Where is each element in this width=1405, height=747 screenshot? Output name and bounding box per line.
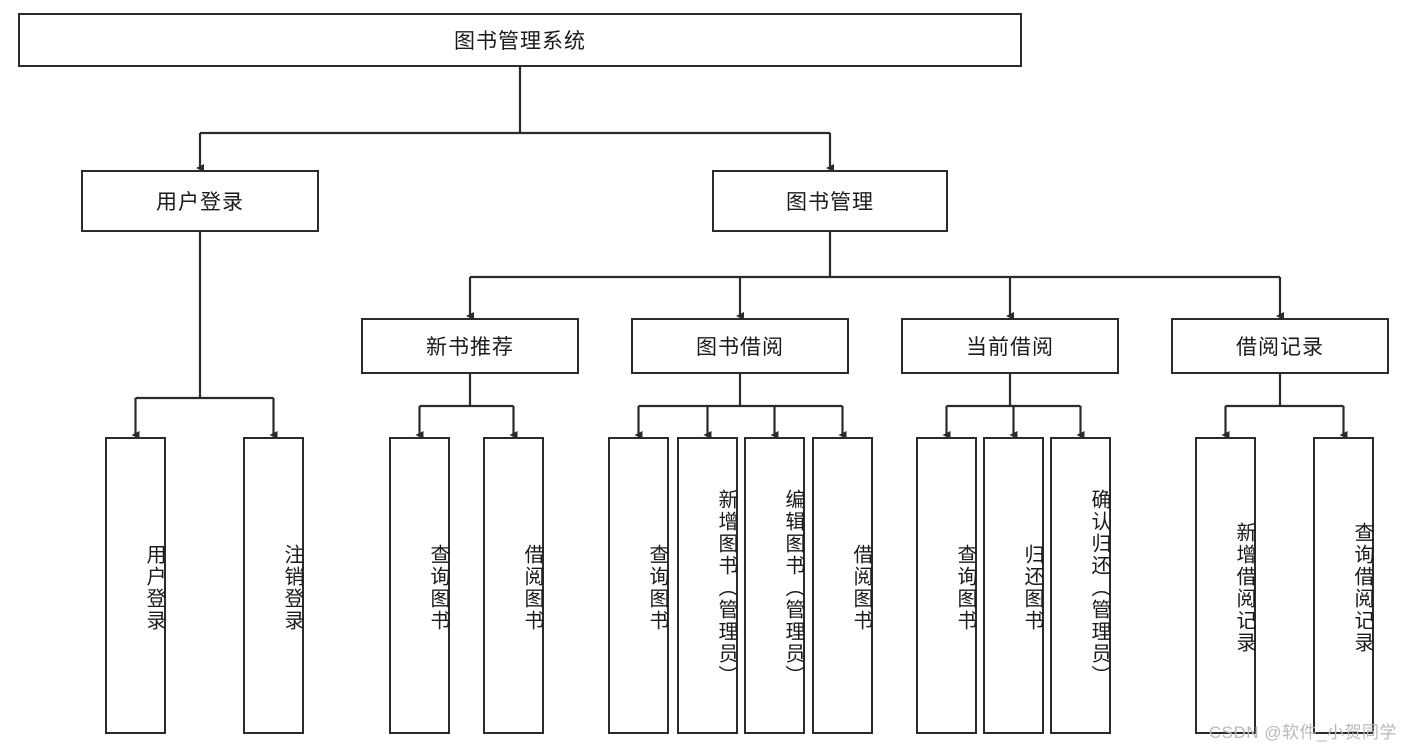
leaf-return-book[interactable]: 归还图书 <box>983 437 1044 734</box>
node-label: 新增图书（管理员） <box>715 488 737 687</box>
node-new-book-recommend[interactable]: 新书推荐 <box>361 318 579 374</box>
node-label: 借阅图书 <box>850 543 872 632</box>
node-label: 查询图书 <box>954 543 976 632</box>
node-current-borrow[interactable]: 当前借阅 <box>901 318 1119 374</box>
node-label: 当前借阅 <box>966 336 1054 359</box>
node-label: 用户登录 <box>156 191 244 214</box>
leaf-query-book[interactable]: 查询图书 <box>608 437 669 734</box>
leaf-query-borrow-record[interactable]: 查询借阅记录 <box>1313 437 1374 734</box>
leaf-user-login[interactable]: 用户登录 <box>105 437 166 734</box>
node-label: 新增借阅记录 <box>1233 521 1255 654</box>
leaf-confirm-return-admin[interactable]: 确认归还（管理员） <box>1050 437 1111 734</box>
node-label: 查询图书 <box>427 543 449 632</box>
node-label: 图书管理系统 <box>454 30 586 53</box>
node-label: 图书管理 <box>786 191 874 214</box>
leaf-edit-book-admin[interactable]: 编辑图书（管理员） <box>744 437 805 734</box>
node-label: 编辑图书（管理员） <box>782 488 804 687</box>
leaf-logout[interactable]: 注销登录 <box>243 437 304 734</box>
node-user-login[interactable]: 用户登录 <box>81 170 319 232</box>
node-book-borrow[interactable]: 图书借阅 <box>631 318 849 374</box>
leaf-add-borrow-record[interactable]: 新增借阅记录 <box>1195 437 1256 734</box>
leaf-query-book-recommend[interactable]: 查询图书 <box>389 437 450 734</box>
node-label: 确认归还（管理员） <box>1088 488 1110 687</box>
node-label: 新书推荐 <box>426 336 514 359</box>
node-label: 图书借阅 <box>696 336 784 359</box>
node-borrow-record[interactable]: 借阅记录 <box>1171 318 1389 374</box>
node-label: 借阅记录 <box>1236 336 1324 359</box>
watermark-text: CSDN @软件_小贺同学 <box>1208 723 1397 742</box>
node-label: 用户登录 <box>143 543 165 632</box>
node-root[interactable]: 图书管理系统 <box>18 13 1022 67</box>
node-label: 查询借阅记录 <box>1351 521 1373 654</box>
leaf-add-book-admin[interactable]: 新增图书（管理员） <box>677 437 738 734</box>
node-label: 查询图书 <box>646 543 668 632</box>
node-label: 注销登录 <box>281 543 303 632</box>
leaf-query-book-current[interactable]: 查询图书 <box>916 437 977 734</box>
leaf-borrow-book[interactable]: 借阅图书 <box>812 437 873 734</box>
leaf-borrow-book-recommend[interactable]: 借阅图书 <box>483 437 544 734</box>
node-label: 借阅图书 <box>521 543 543 632</box>
node-book-management[interactable]: 图书管理 <box>712 170 948 232</box>
node-label: 归还图书 <box>1021 543 1043 632</box>
